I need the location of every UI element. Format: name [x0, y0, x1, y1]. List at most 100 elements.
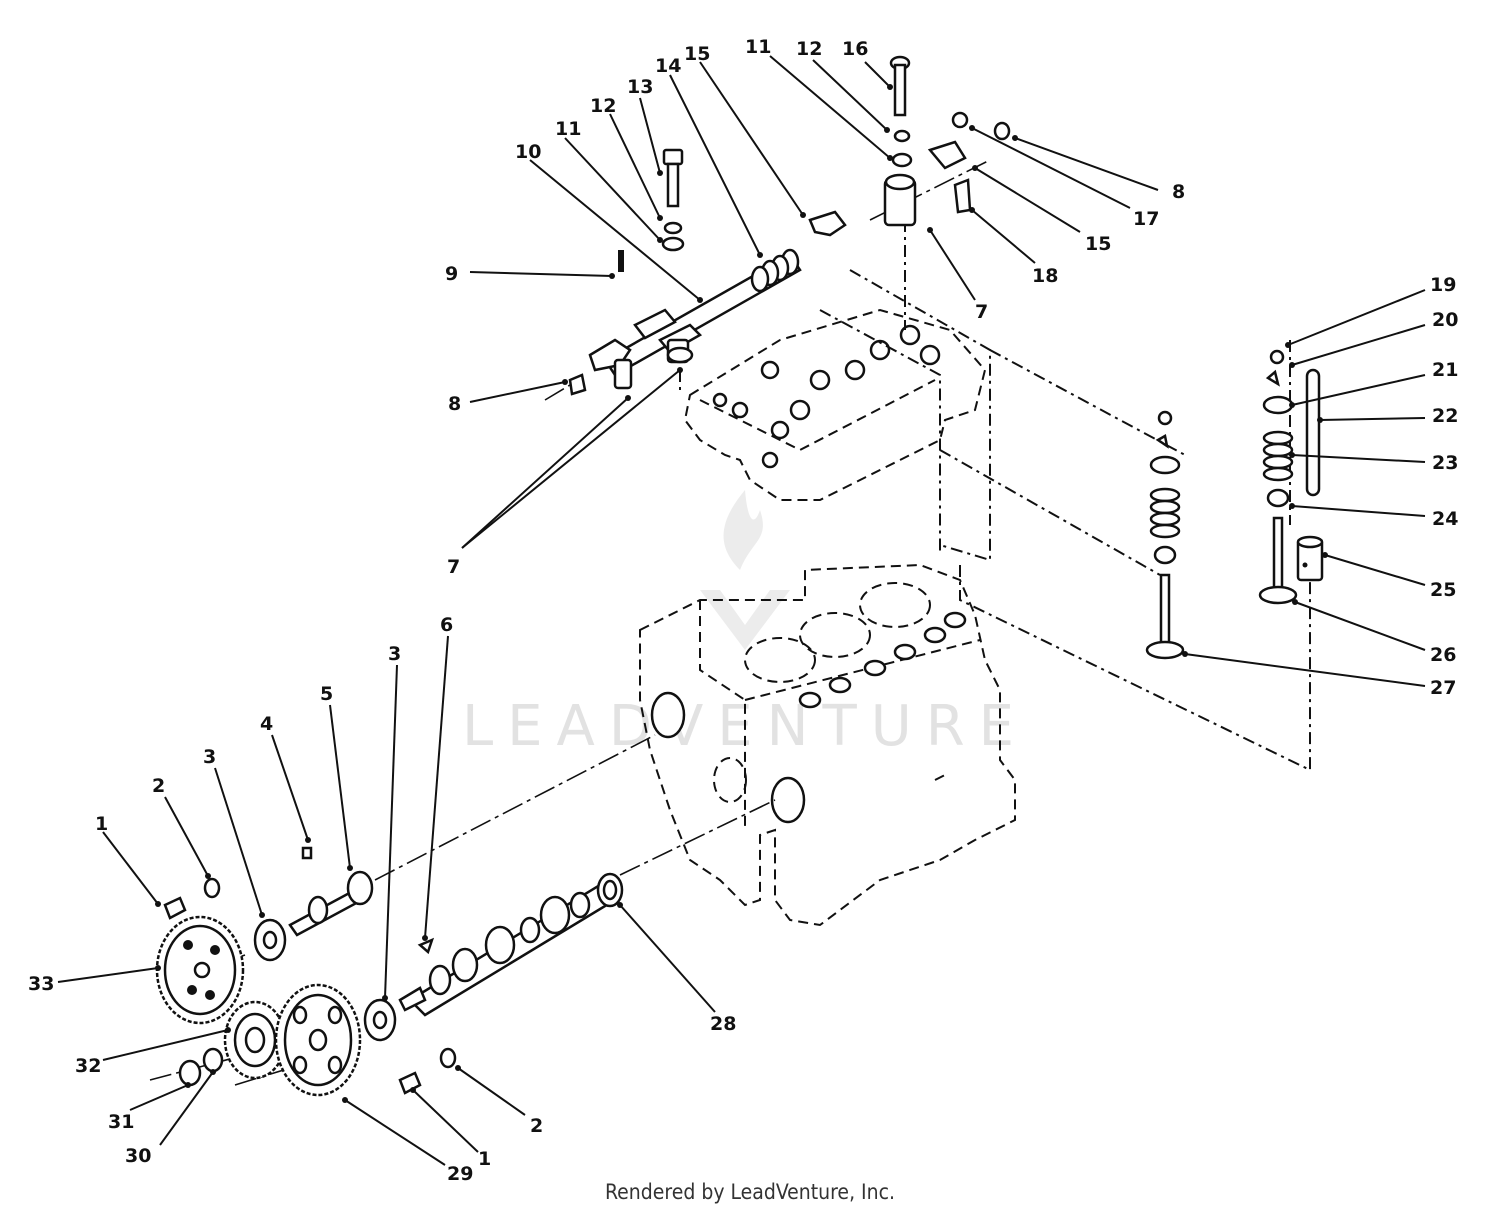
svg-text:2: 2 [530, 1115, 543, 1137]
callout-24: 24 [1289, 503, 1458, 530]
footer-credit: Rendered by LeadVenture, Inc. [605, 1180, 895, 1204]
callout-23: 23 [1289, 452, 1458, 474]
valve-assembly-right [1258, 349, 1298, 605]
callout-18: 18 [969, 207, 1058, 287]
callout-22: 22 [1317, 405, 1458, 427]
svg-text:15: 15 [1085, 233, 1111, 255]
callout-14: 14 [655, 55, 763, 258]
svg-text:9: 9 [445, 263, 458, 285]
svg-text:19: 19 [1430, 274, 1456, 296]
tappet-25 [1296, 535, 1324, 582]
callout-11a: 11 [555, 118, 663, 243]
svg-text:24: 24 [1432, 508, 1458, 530]
washer-30 [202, 1047, 224, 1073]
svg-text:17: 17 [1133, 208, 1159, 230]
callout-27: 27 [1182, 651, 1456, 699]
callout-32: 32 [75, 1027, 231, 1077]
svg-text:1: 1 [478, 1148, 491, 1170]
callout-9: 9 [445, 263, 615, 285]
svg-text:2: 2 [152, 775, 165, 797]
svg-text:12: 12 [796, 38, 822, 60]
callout-28: 28 [617, 902, 736, 1035]
callout-layer: 1 2 3 4 5 3 6 7 [28, 36, 1458, 1185]
callout-19: 19 [1285, 274, 1456, 348]
rocker-bolt-16 [889, 55, 913, 168]
callout-10: 10 [515, 141, 703, 303]
svg-text:1: 1 [95, 813, 108, 835]
svg-text:29: 29 [447, 1163, 473, 1185]
svg-text:26: 26 [1430, 644, 1456, 666]
svg-text:11: 11 [555, 118, 581, 140]
callout-3b: 3 [382, 643, 401, 1001]
svg-text:31: 31 [108, 1111, 134, 1133]
svg-text:32: 32 [75, 1055, 101, 1077]
svg-text:3: 3 [203, 746, 216, 768]
svg-text:21: 21 [1432, 359, 1458, 381]
svg-text:7: 7 [975, 301, 988, 323]
svg-text:28: 28 [710, 1013, 736, 1035]
svg-text:5: 5 [320, 683, 333, 705]
valve-assembly-left [1145, 410, 1185, 660]
callout-26: 26 [1292, 599, 1456, 666]
svg-text:8: 8 [448, 393, 461, 415]
bolt-1a [163, 896, 187, 920]
rocker-shaft-assembly [568, 140, 967, 396]
callout-7b: 7 [447, 367, 683, 578]
svg-text:4: 4 [260, 713, 273, 735]
callout-12a: 12 [590, 95, 663, 221]
push-rod-22 [1305, 368, 1321, 497]
svg-text:11: 11 [745, 36, 771, 58]
washer-2b [439, 1047, 457, 1069]
svg-text:3: 3 [388, 643, 401, 665]
callout-1a: 1 [95, 813, 161, 907]
callout-15a: 15 [684, 43, 806, 218]
callout-30: 30 [125, 1069, 216, 1167]
idler-shaft [288, 846, 374, 937]
callout-21: 21 [1289, 359, 1458, 408]
callout-8b: 8 [1012, 135, 1185, 203]
callout-4: 4 [260, 713, 311, 843]
camshaft [398, 872, 624, 1017]
svg-text:20: 20 [1432, 309, 1458, 331]
callout-6: 6 [422, 614, 453, 941]
screw-18 [953, 178, 972, 214]
callout-12b: 12 [796, 38, 890, 133]
callout-16: 16 [842, 38, 893, 90]
washer-2a [203, 877, 221, 899]
svg-text:33: 33 [28, 973, 54, 995]
svg-text:16: 16 [842, 38, 868, 60]
engine-block [639, 563, 1016, 927]
callout-5: 5 [320, 683, 353, 871]
watermark-text: LEADVENTURE [462, 694, 1028, 759]
svg-text:22: 22 [1432, 405, 1458, 427]
callout-1b: 1 [410, 1087, 491, 1170]
callout-2a: 2 [152, 775, 211, 879]
callout-33: 33 [28, 965, 161, 995]
svg-text:10: 10 [515, 141, 541, 163]
callout-13: 13 [627, 76, 663, 176]
svg-text:30: 30 [125, 1145, 151, 1167]
svg-text:25: 25 [1430, 579, 1456, 601]
callout-7a: 7 [927, 227, 988, 323]
svg-text:6: 6 [440, 614, 453, 636]
cylinder-head [683, 308, 987, 501]
svg-text:8: 8 [1172, 181, 1185, 203]
watermark: LEADVENTURE [462, 490, 1028, 759]
callout-8a: 8 [448, 379, 568, 415]
callout-29: 29 [342, 1097, 473, 1185]
svg-text:7: 7 [447, 556, 460, 578]
svg-text:23: 23 [1432, 452, 1458, 474]
phantom-lines [679, 195, 1311, 772]
callout-2b: 2 [455, 1065, 543, 1137]
svg-text:14: 14 [655, 55, 681, 77]
callout-25: 25 [1322, 552, 1456, 601]
bolt-1b [398, 1071, 422, 1095]
gear-29 [274, 983, 362, 1097]
callout-3a: 3 [203, 746, 265, 918]
rocker-bolt-13 [661, 148, 685, 252]
gear-33 [155, 915, 245, 1025]
plug-17 [951, 111, 969, 129]
svg-text:18: 18 [1032, 265, 1058, 287]
callout-11b: 11 [745, 36, 893, 161]
